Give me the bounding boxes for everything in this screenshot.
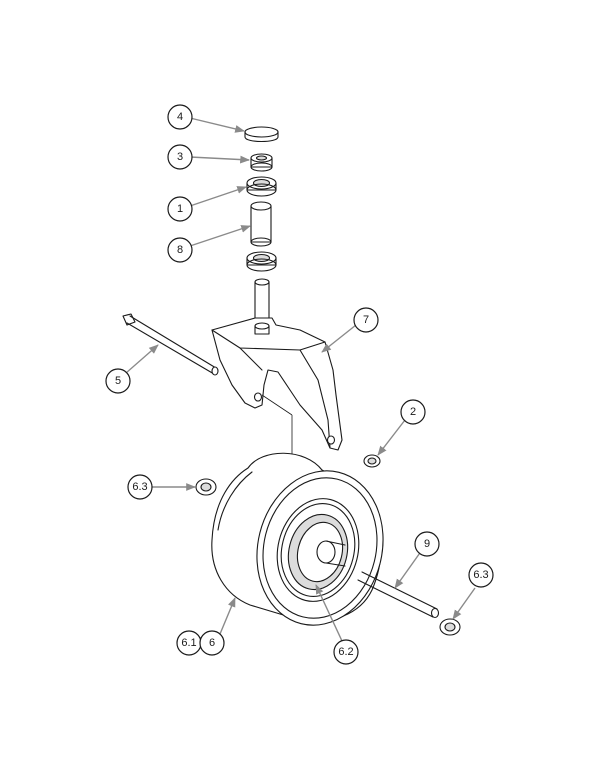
leader-7 <box>321 324 357 353</box>
svg-text:6.3: 6.3 <box>132 481 147 493</box>
callout-4: 4 <box>167 104 193 130</box>
callout-2: 2 <box>400 399 426 425</box>
leader-6 <box>219 597 236 635</box>
spacer-right <box>439 618 461 636</box>
callout-8: 8 <box>167 237 193 263</box>
svg-text:9: 9 <box>424 538 430 550</box>
leader-6-2 <box>315 584 343 642</box>
lower-bearing <box>246 251 277 272</box>
spacer-tube <box>250 201 272 247</box>
callout-6: 6 <box>199 630 225 656</box>
callout-5: 5 <box>105 368 131 394</box>
center-line-2 <box>261 394 293 416</box>
callout-1: 1 <box>167 196 193 222</box>
wheel-axle <box>357 571 440 619</box>
leader-5 <box>125 344 159 374</box>
leader-2 <box>377 419 406 456</box>
leader-4 <box>189 117 245 133</box>
leader-3 <box>189 155 250 164</box>
upper-bearing <box>246 176 277 197</box>
callout-7: 7 <box>353 307 379 333</box>
svg-text:8: 8 <box>177 244 183 256</box>
svg-text:3: 3 <box>177 151 183 163</box>
spindle-nut <box>250 153 273 172</box>
axle-bolt <box>122 313 219 376</box>
svg-text:6: 6 <box>209 637 215 649</box>
svg-text:2: 2 <box>410 406 416 418</box>
callout-9: 9 <box>414 531 440 557</box>
svg-text:4: 4 <box>177 111 183 123</box>
svg-text:5: 5 <box>115 375 121 387</box>
leader-8 <box>189 225 251 247</box>
leader-1 <box>189 186 247 207</box>
svg-text:6.1: 6.1 <box>181 637 196 649</box>
wheel-assembly <box>211 452 384 626</box>
svg-text:6.3: 6.3 <box>473 569 488 581</box>
dust-cap <box>244 126 279 143</box>
svg-text:1: 1 <box>177 203 183 215</box>
callout-6-3-left: 6.3 <box>127 474 153 500</box>
lock-nut <box>363 454 381 468</box>
callout-6-2: 6.2 <box>333 639 359 665</box>
leader-9 <box>394 549 423 589</box>
callout-3: 3 <box>167 144 193 170</box>
spacer-left <box>195 478 217 496</box>
callout-6-1: 6.1 <box>176 630 202 656</box>
svg-text:6.2: 6.2 <box>338 646 353 658</box>
callout-6-3-right: 6.3 <box>468 562 494 588</box>
caster-fork <box>211 317 343 451</box>
leader-6-3-right <box>452 587 476 620</box>
svg-text:7: 7 <box>363 314 369 326</box>
